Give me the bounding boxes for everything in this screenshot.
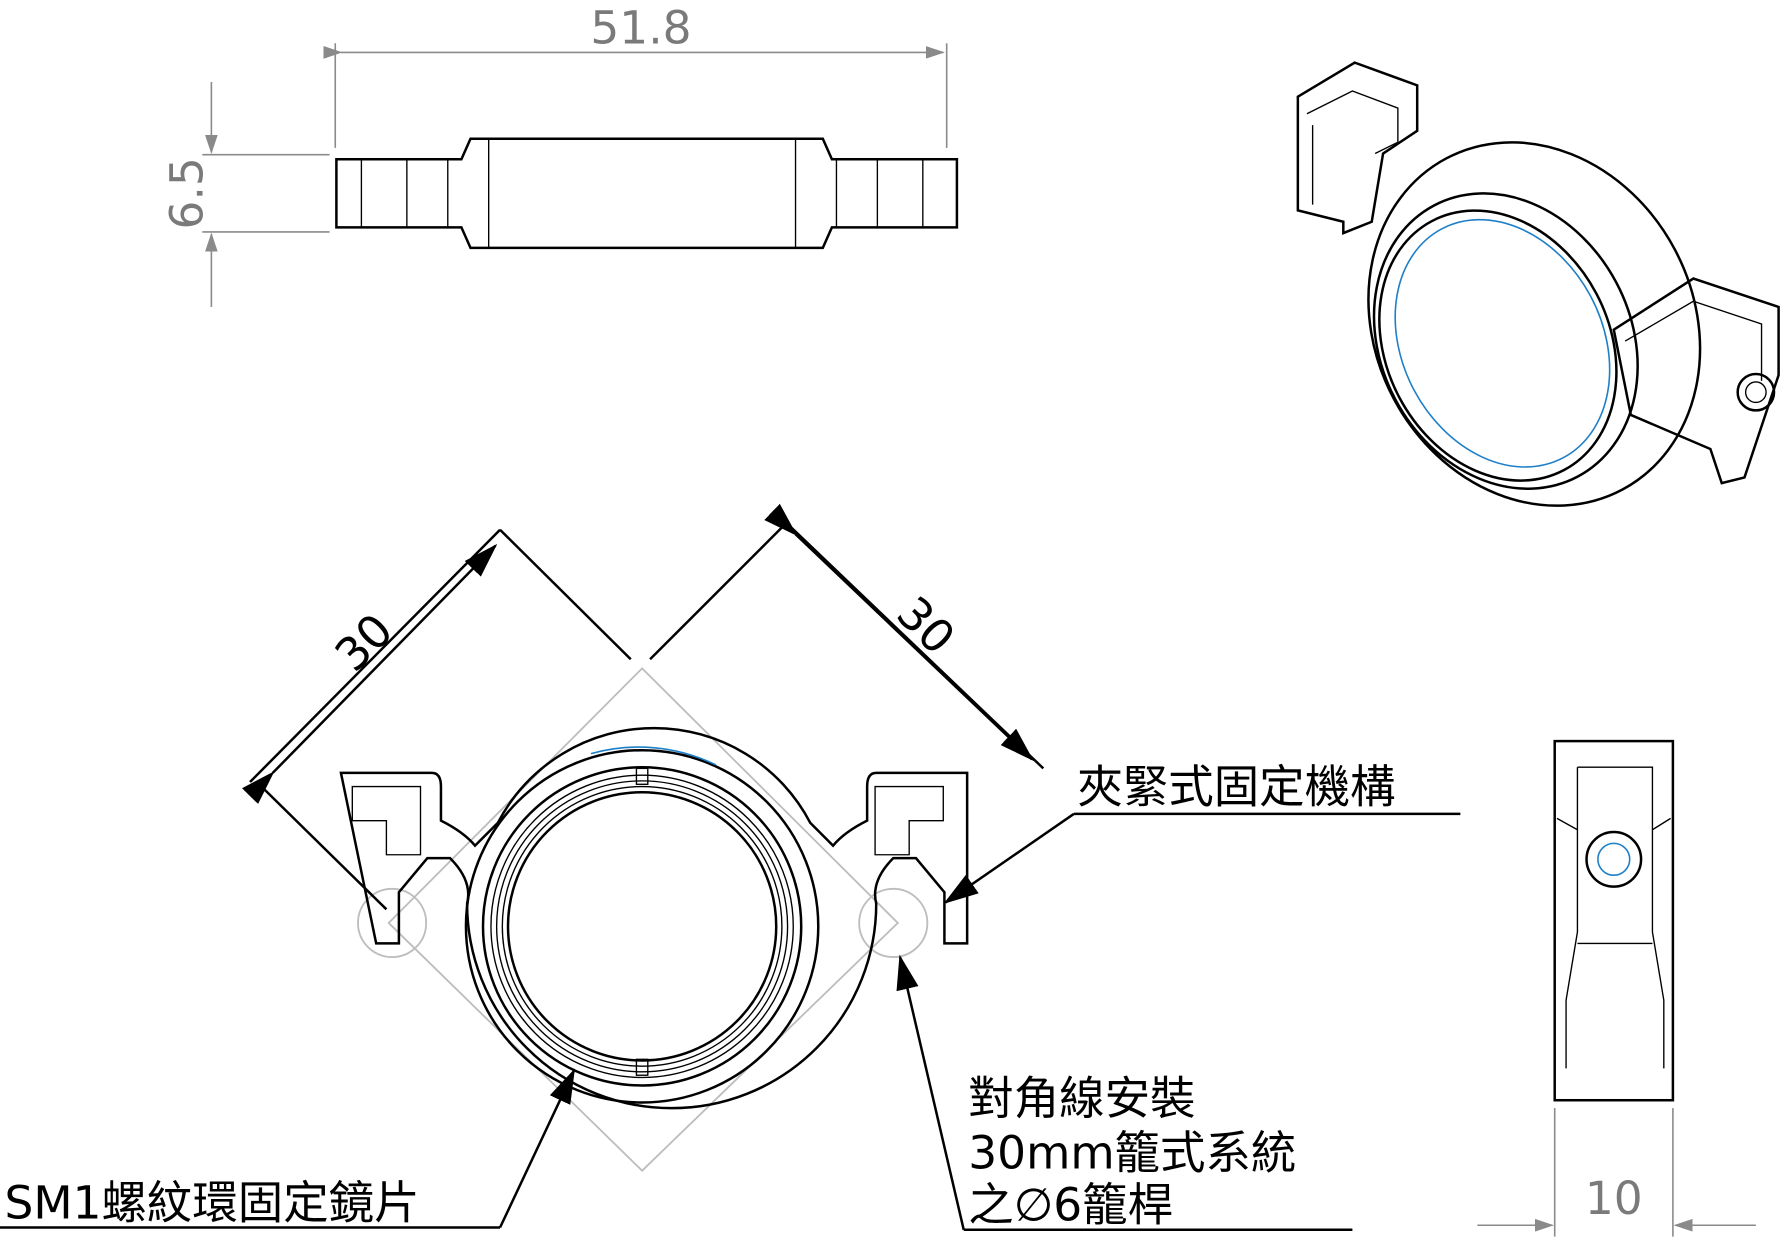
depth-dimension: 10 xyxy=(1585,1172,1643,1225)
side-view: 10 xyxy=(1477,739,1756,1237)
callout-sm1-retaining-ring: SM1螺紋環固定鏡片 xyxy=(5,1176,420,1229)
thickness-dimension: 6.5 xyxy=(160,157,213,229)
callout-clamp-mechanism: 夾緊式固定機構 xyxy=(1077,760,1395,813)
callout-cage-line2: 30mm籠式系統 xyxy=(968,1126,1296,1179)
callout-cage-line1: 對角線安裝 xyxy=(968,1072,1195,1125)
width-dimension: 51.8 xyxy=(590,1,691,54)
isometric-view xyxy=(1296,61,1780,507)
callouts: 夾緊式固定機構 對角線安裝 30mm籠式系統 之∅6籠桿 SM1螺紋環固定鏡片 xyxy=(0,760,1461,1232)
cage-dimension-right-line xyxy=(764,503,1034,762)
top-view: 51.8 6.5 xyxy=(160,1,959,307)
cage-dimension-left: 30 xyxy=(325,603,403,681)
callout-cage-line3: 之∅6籠桿 xyxy=(968,1179,1173,1232)
front-view: 30 30 xyxy=(241,503,1045,1172)
cage-dimension-left-line xyxy=(241,543,498,805)
cage-dimension-right: 30 xyxy=(887,586,965,664)
